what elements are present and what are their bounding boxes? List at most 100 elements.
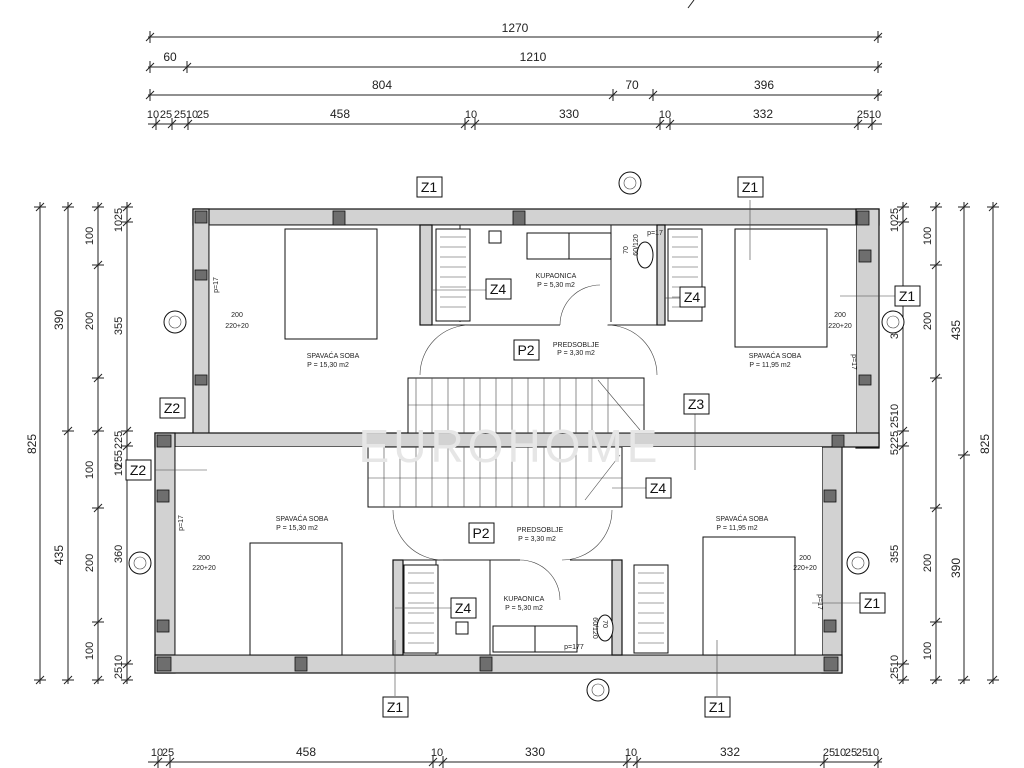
dim-t4-11: 10 (869, 109, 881, 121)
small-window-bot-a: 70 (601, 620, 608, 628)
room-bed-bl-area: P = 15,30 m2 (276, 525, 318, 532)
dim-t4-9: 332 (753, 107, 773, 121)
dim-70: 70 (625, 78, 639, 92)
tag-z3: Z3 (688, 396, 705, 412)
dim-t4-4: 25 (197, 109, 209, 121)
dim-b-5: 10 (625, 747, 637, 759)
dim-r-w-3: 10 (889, 404, 901, 416)
tag-z1-right-upper: Z1 (899, 288, 916, 304)
dim-r-in-2: 200 (922, 554, 934, 572)
dim-r-435: 435 (949, 320, 963, 340)
tag-z2-left-lower: Z2 (130, 462, 147, 478)
dim-r-w-7: 355 (889, 545, 901, 563)
small-window-bot-b: 60/120 (591, 617, 598, 639)
dim-l-in-1: 200 (84, 312, 96, 330)
dim-r-w-0: 25 (889, 208, 901, 220)
dim-r-w-4: 25 (889, 416, 901, 428)
left-dimensions: 825 390 435 100 200 100 200 100 25 10 35… (25, 202, 133, 685)
room-bath-bot-area: P = 5,30 m2 (505, 605, 543, 612)
dim-l-in-3: 200 (84, 554, 96, 572)
dim-1270: 1270 (502, 21, 529, 35)
dim-r-in-3: 100 (922, 642, 934, 660)
dim-b-11: 10 (867, 747, 879, 759)
dim-396: 396 (754, 78, 774, 92)
dim-t4-7: 330 (559, 107, 579, 121)
tag-z1-top-center: Z1 (421, 179, 438, 195)
parapet-tl: p=17 (213, 277, 220, 293)
dim-804: 804 (372, 78, 392, 92)
bottom-dimensions: 10 25 458 10 330 10 332 25 10 25 25 10 (148, 745, 883, 768)
dim-r-w-6: 5 (889, 449, 901, 455)
top-dimensions: 1270 60 1210 804 70 396 10 25 25 10 25 4… (145, 21, 883, 130)
tag-z4-center: Z4 (650, 480, 667, 496)
dim-l-w-5: 25 (113, 456, 125, 468)
room-bed-br-name: SPAVAĆA SOBA (716, 514, 769, 523)
window-tr-b: 220+20 (828, 323, 852, 330)
tag-z4-top-right: Z4 (684, 289, 701, 305)
tag-z1-bottom-left: Z1 (387, 699, 404, 715)
dim-l-435: 435 (52, 545, 66, 565)
dim-l-w-7: 360 (113, 545, 125, 563)
right-dimensions: 825 435 390 100 200 200 100 25 10 360 10… (889, 202, 999, 685)
dim-r-w-8: 10 (889, 655, 901, 667)
watermark-text: EUROHOME (359, 420, 662, 472)
tag-z1-bottom-right: Z1 (709, 699, 726, 715)
dim-r-w-9: 25 (889, 667, 901, 679)
window-bl-b: 220+20 (192, 565, 216, 572)
dim-l-w-3: 225 (113, 431, 125, 449)
dim-b-10: 25 (856, 747, 868, 759)
window-br-a: 200 (799, 555, 811, 562)
room-bath-top-area: P = 5,30 m2 (537, 282, 575, 289)
dim-r-390: 390 (949, 558, 963, 578)
window-labels: 200 220+20 200 220+20 200 220+20 200 220… (178, 230, 857, 651)
window-tl-a: 200 (231, 312, 243, 319)
walls (128, 171, 905, 702)
parapet-bl: p=17 (178, 515, 185, 531)
room-labels: SPAVAĆA SOBA P = 15,30 m2 SPAVAĆA SOBA P… (276, 273, 802, 612)
window-tr-a: 200 (834, 312, 846, 319)
dim-r-w-1: 10 (889, 220, 901, 232)
dim-t4-5: 458 (330, 107, 350, 121)
dim-l-in-2: 100 (84, 461, 96, 479)
dim-1210: 1210 (520, 50, 547, 64)
dim-b-9: 25 (845, 747, 857, 759)
dim-l-w-2: 355 (113, 317, 125, 335)
dim-l-w-1: 10 (113, 220, 125, 232)
tag-p2-top: P2 (517, 342, 534, 358)
dim-l-390: 390 (52, 310, 66, 330)
parapet-tr: p=17 (850, 354, 857, 370)
dim-b-0: 10 (151, 747, 163, 759)
window-br-b: 220+20 (793, 565, 817, 572)
dim-l-in-0: 100 (84, 227, 96, 245)
dim-b-3: 10 (431, 747, 443, 759)
dim-t4-0: 10 (147, 109, 159, 121)
dim-r-in-0: 100 (922, 227, 934, 245)
dim-r-w-5: 225 (889, 431, 901, 449)
room-bed-tr-name: SPAVAĆA SOBA (749, 351, 802, 360)
room-hall-top-name: PREDSOBLJE (553, 342, 600, 349)
dim-b-7: 25 (823, 747, 835, 759)
dim-l-w-6: 10 (113, 464, 125, 476)
room-bed-tl-area: P = 15,30 m2 (307, 362, 349, 369)
room-bed-tl-name: SPAVAĆA SOBA (307, 351, 360, 360)
dim-b-8: 10 (834, 747, 846, 759)
dim-t4-2: 25 (174, 109, 186, 121)
parapet-bath-top: p=17 (647, 230, 663, 237)
dim-t4-3: 10 (186, 109, 198, 121)
dim-l-825: 825 (25, 434, 39, 454)
tag-z4-top-left: Z4 (490, 281, 507, 297)
dim-l-w-0: 25 (113, 208, 125, 220)
room-bath-top-name: KUPAONICA (536, 273, 577, 280)
small-window-top-b: 60/120 (633, 234, 640, 256)
room-hall-bot-name: PREDSOBLJE (517, 527, 564, 534)
dim-t4-8: 10 (659, 109, 671, 121)
tag-z4-bottom-left: Z4 (455, 600, 472, 616)
room-hall-top-area: P = 3,30 m2 (557, 350, 595, 357)
tag-p2-bottom: P2 (472, 525, 489, 541)
dim-b-1: 25 (162, 747, 174, 759)
parapet-bath-bot: p=177 (564, 644, 584, 651)
tag-z1-right-lower: Z1 (864, 595, 881, 611)
room-bed-tr-area: P = 11,95 m2 (749, 362, 790, 369)
window-bl-a: 200 (198, 555, 210, 562)
